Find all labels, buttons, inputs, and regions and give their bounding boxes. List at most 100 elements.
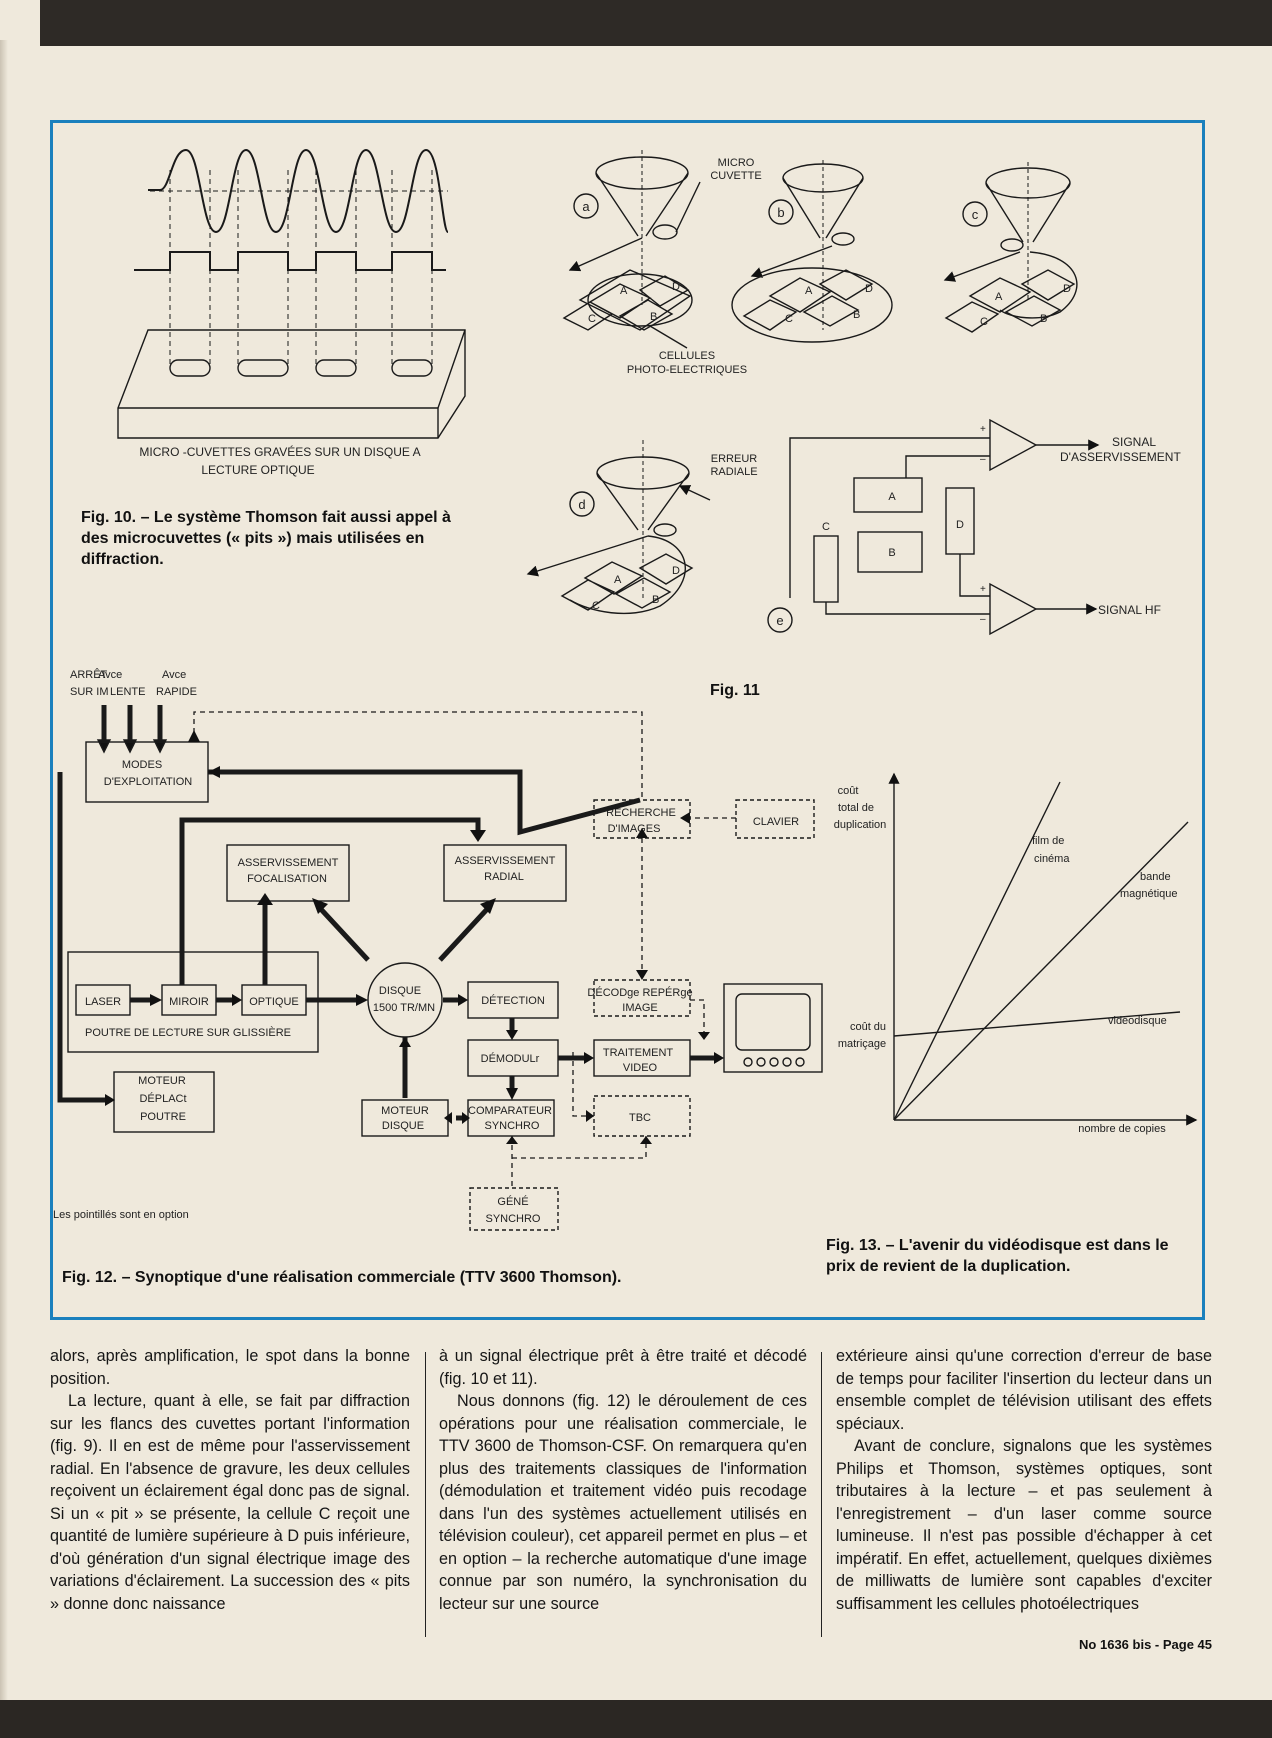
svg-text:vidéodisque: vidéodisque (1108, 1015, 1167, 1027)
svg-text:C: C (592, 600, 600, 612)
fig12-diagram: ARRÊT Avce Avce SUR IM LENTE RAPIDE MODE… (53, 668, 823, 1231)
svg-text:A: A (888, 491, 896, 503)
svg-text:SYNCHRO: SYNCHRO (484, 1120, 539, 1132)
svg-text:B: B (1040, 313, 1047, 325)
svg-text:D: D (865, 283, 873, 295)
paragraph: à un signal électrique prêt à être trait… (439, 1347, 807, 1388)
svg-text:MIROIR: MIROIR (169, 996, 209, 1008)
series-bande (893, 821, 1189, 1121)
svg-text:GÉNÉ: GÉNÉ (497, 1195, 528, 1208)
svg-text:B: B (650, 311, 657, 323)
svg-text:C: C (980, 316, 988, 328)
scan-bottom-edge (0, 1700, 1272, 1738)
svg-text:D: D (1063, 283, 1071, 295)
svg-text:RAPIDE: RAPIDE (156, 686, 197, 698)
svg-text:SYNCHRO: SYNCHRO (485, 1213, 540, 1225)
svg-text:matriçage: matriçage (838, 1038, 886, 1050)
svg-text:ASSERVISSEMENT: ASSERVISSEMENT (455, 855, 556, 867)
svg-text:RADIAL: RADIAL (484, 871, 524, 883)
micro-cuvette-label: MICRO (718, 157, 755, 169)
svg-text:magnétique: magnétique (1120, 888, 1178, 900)
svg-text:TBC: TBC (629, 1112, 651, 1124)
figure-frame (50, 120, 1205, 1320)
paragraph: La lecture, quant à elle, se fait par di… (50, 1392, 410, 1613)
svg-text:e: e (776, 613, 783, 628)
fig10-label2: LECTURE OPTIQUE (201, 463, 314, 477)
svg-text:D'ASSERVISSEMENT: D'ASSERVISSEMENT (1060, 450, 1181, 464)
svg-text:+: + (980, 424, 986, 435)
article-column-1: alors, après amplification, le spot dans… (50, 1345, 410, 1615)
svg-text:DÉTECTION: DÉTECTION (481, 994, 545, 1007)
svg-text:MOTEUR: MOTEUR (138, 1075, 186, 1087)
svg-text:A: A (614, 574, 622, 586)
svg-text:+: + (980, 584, 986, 595)
svg-text:1500 TR/MN: 1500 TR/MN (373, 1002, 435, 1014)
svg-text:D: D (956, 519, 964, 531)
svg-text:Avce: Avce (162, 669, 186, 681)
scan-left-edge (0, 40, 8, 1738)
article-column-3: extérieure ainsi qu'une correction d'err… (836, 1345, 1212, 1615)
svg-text:total de: total de (838, 802, 874, 814)
svg-text:RADIALE: RADIALE (710, 466, 757, 478)
svg-text:POUTRE: POUTRE (140, 1111, 186, 1123)
svg-text:LASER: LASER (85, 996, 121, 1008)
svg-text:duplication: duplication (834, 819, 887, 831)
fig13-chart: coût total de duplication nombre de copi… (834, 772, 1198, 1135)
svg-text:C: C (588, 313, 596, 325)
svg-text:b: b (777, 205, 784, 220)
svg-text:VIDEO: VIDEO (623, 1062, 658, 1074)
svg-text:B: B (888, 547, 895, 559)
svg-text:ASSERVISSEMENT: ASSERVISSEMENT (238, 857, 339, 869)
svg-text:a: a (582, 199, 590, 214)
svg-text:ARRÊT: ARRÊT (70, 668, 108, 681)
svg-text:B: B (652, 594, 659, 606)
svg-text:nombre de copies: nombre de copies (1078, 1123, 1166, 1135)
fig10-label: MICRO -CUVETTES GRAVÉES SUR UN DISQUE A (139, 444, 420, 459)
svg-text:SUR IM: SUR IM (70, 686, 109, 698)
svg-text:FOCALISATION: FOCALISATION (247, 873, 327, 885)
svg-text:–: – (980, 614, 986, 625)
svg-text:MODES: MODES (122, 759, 162, 771)
fig11-panels: A D C B a MICRO CUVETTE CELLULES PHOTO-E… (526, 150, 1181, 636)
series-film (893, 781, 1061, 1121)
svg-text:D'EXPLOITATION: D'EXPLOITATION (104, 776, 193, 788)
svg-text:coût: coût (838, 785, 859, 797)
pointilles-note: Les pointillés sont en option (53, 1209, 189, 1221)
fig10-diagram: MICRO -CUVETTES GRAVÉES SUR UN DISQUE A … (117, 148, 466, 477)
svg-text:IMAGE: IMAGE (622, 1002, 657, 1014)
signal-asserv-label: SIGNAL (1112, 435, 1156, 449)
fig12-caption: Fig. 12. – Synoptique d'une réalisation … (62, 1269, 622, 1286)
series-videodisque (893, 1011, 1181, 1037)
svg-text:d: d (578, 497, 585, 512)
svg-text:CUVETTE: CUVETTE (710, 170, 761, 182)
svg-text:coût du: coût du (850, 1021, 886, 1033)
column-rule (821, 1352, 822, 1637)
scan-top-edge (40, 0, 1272, 46)
paragraph: alors, après amplification, le spot dans… (50, 1347, 410, 1388)
svg-text:C: C (785, 313, 793, 325)
fig10-caption: Fig. 10. – Le système Thomson fait aussi… (81, 509, 451, 568)
svg-text:A: A (805, 285, 813, 297)
cellules-label: CELLULES (659, 350, 715, 362)
svg-text:D: D (672, 281, 680, 293)
svg-text:POUTRE DE LECTURE SUR GLISSIÈR: POUTRE DE LECTURE SUR GLISSIÈRE (85, 1026, 291, 1039)
svg-text:OPTIQUE: OPTIQUE (249, 996, 299, 1008)
svg-text:DÉPLACt: DÉPLACt (139, 1092, 186, 1105)
svg-text:cinéma: cinéma (1034, 853, 1070, 865)
page-folio: No 1636 bis - Page 45 (1079, 1637, 1212, 1652)
svg-text:PHOTO-ELECTRIQUES: PHOTO-ELECTRIQUES (627, 364, 747, 376)
svg-text:DÉMODULr: DÉMODULr (481, 1052, 540, 1065)
svg-text:D: D (672, 565, 680, 577)
svg-text:MOTEUR: MOTEUR (381, 1105, 429, 1117)
svg-text:B: B (853, 309, 860, 321)
paragraph: extérieure ainsi qu'une correction d'err… (836, 1347, 1212, 1433)
paragraph: Nous donnons (fig. 12) le déroulement de… (439, 1392, 807, 1613)
svg-text:D'IMAGES: D'IMAGES (608, 823, 661, 835)
svg-text:A: A (995, 291, 1003, 303)
svg-text:DISQUE: DISQUE (382, 1120, 424, 1132)
svg-text:–: – (980, 454, 986, 465)
paragraph: Avant de conclure, signalons que les sys… (836, 1437, 1212, 1613)
svg-text:CLAVIER: CLAVIER (753, 816, 799, 828)
